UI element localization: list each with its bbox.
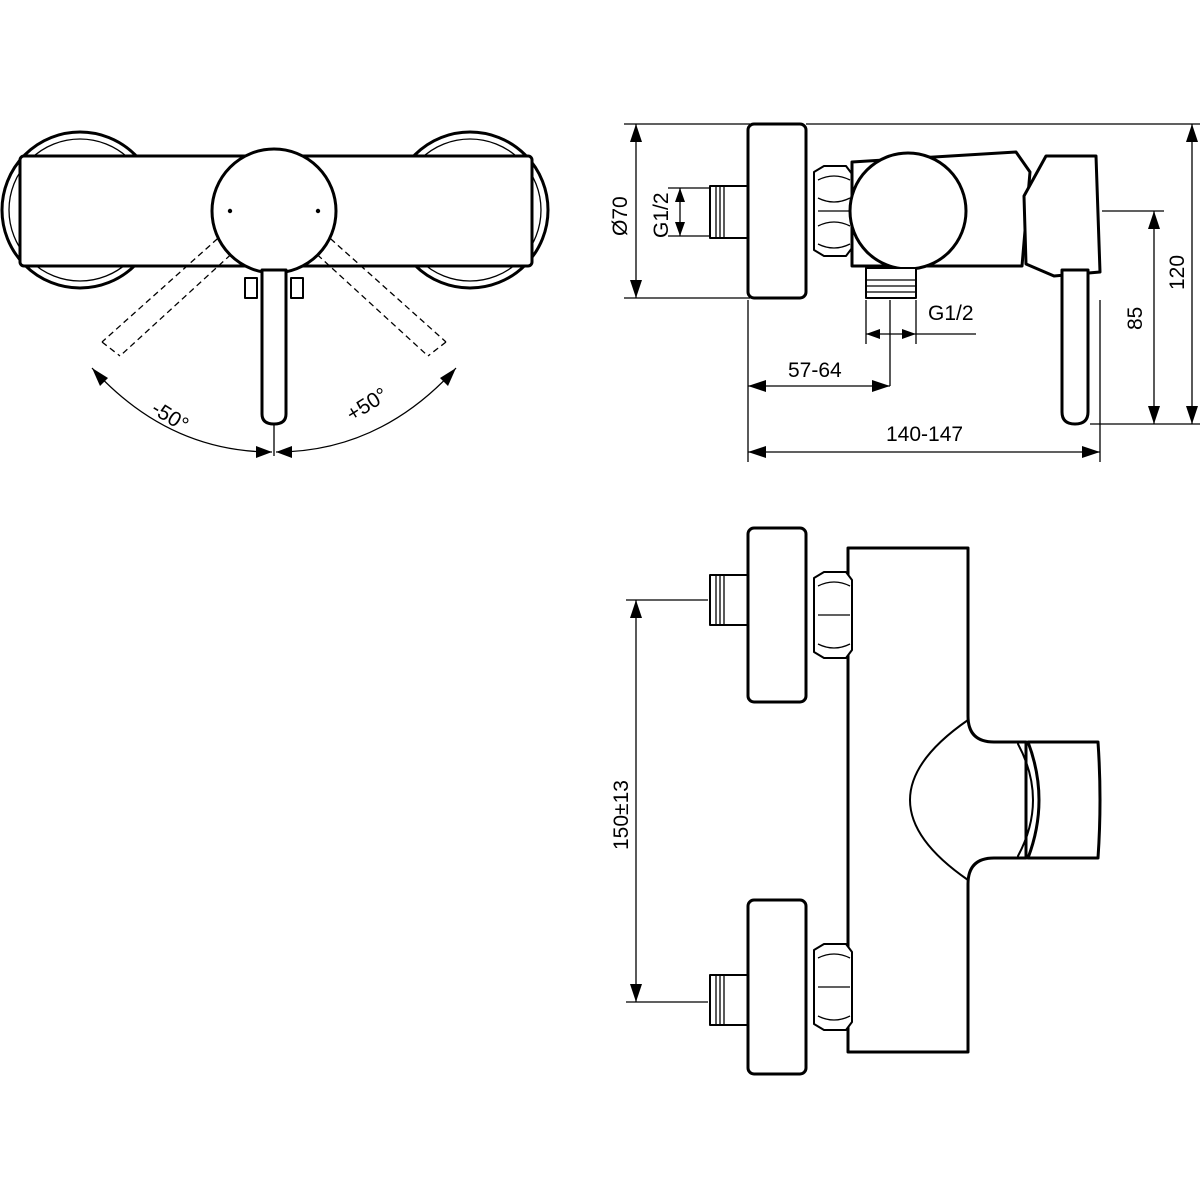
upper-inlet bbox=[709, 526, 853, 704]
lever-head-side bbox=[1022, 154, 1102, 278]
body-top bbox=[846, 546, 1028, 1054]
escutcheon-side bbox=[746, 122, 808, 300]
top-view: 150±13 bbox=[610, 526, 1102, 1076]
lower-inlet bbox=[709, 898, 853, 1076]
lower-escutcheon bbox=[746, 898, 808, 1076]
lever-left-position-dashed bbox=[101, 231, 239, 357]
diameter-label: Ø70 bbox=[609, 196, 632, 236]
inlet-pipe bbox=[709, 185, 749, 239]
nut-side bbox=[813, 165, 853, 257]
angle-dimension bbox=[91, 367, 457, 458]
body-shading-curve bbox=[909, 719, 969, 881]
lever-height-label: 85 bbox=[1124, 307, 1147, 330]
handle-side bbox=[848, 151, 968, 271]
lever-head-top bbox=[1026, 740, 1102, 860]
thread-bottom-label: G1/2 bbox=[928, 302, 974, 325]
lever-side bbox=[1060, 268, 1090, 426]
lever bbox=[260, 268, 288, 426]
angle-left-label: -50° bbox=[147, 397, 192, 437]
overall-depth-label: 140-147 bbox=[886, 423, 963, 446]
angle-right-label: +50° bbox=[342, 383, 392, 426]
inlet-offset-label: 57-64 bbox=[788, 359, 842, 382]
overall-height-label: 120 bbox=[1166, 255, 1189, 290]
side-view: Ø70 G1/2 bbox=[609, 122, 1200, 462]
lever-right-position-dashed bbox=[309, 231, 447, 357]
front-view: -50° +50° bbox=[0, 130, 550, 458]
outlet-side bbox=[865, 267, 917, 299]
inlet-spacing-label: 150±13 bbox=[610, 780, 633, 850]
thread-top-label: G1/2 bbox=[650, 192, 673, 238]
upper-escutcheon bbox=[746, 526, 808, 704]
